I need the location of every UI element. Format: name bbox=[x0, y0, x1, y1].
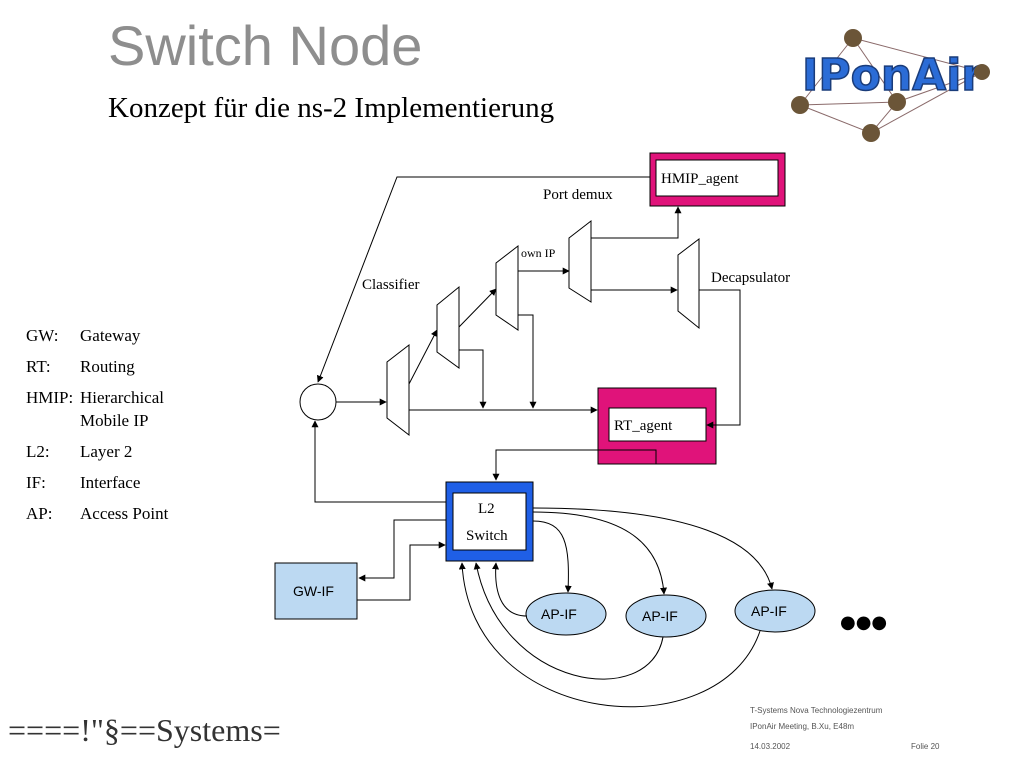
legend-item-rt: RT: Routing bbox=[26, 357, 168, 388]
iponair-logo: IPonAir bbox=[791, 29, 990, 142]
port-demux bbox=[568, 219, 592, 303]
rt-agent-label: RT_agent bbox=[614, 418, 673, 434]
own-ip-label: own IP bbox=[521, 246, 556, 260]
ap-if-3 bbox=[734, 589, 816, 633]
legend-value: Gateway bbox=[80, 326, 141, 345]
legend-key: IF: bbox=[26, 473, 46, 492]
legend-value-continued: Mobile IP bbox=[80, 411, 149, 430]
logo-text: IPonAir bbox=[802, 50, 983, 101]
classifier-stages bbox=[386, 219, 700, 437]
ap-if-2 bbox=[625, 594, 707, 638]
legend-item-if: IF: Interface bbox=[26, 473, 168, 504]
legend-value: Routing bbox=[80, 357, 135, 376]
gw-if-label: GW-IF bbox=[293, 583, 334, 599]
legend-value: Access Point bbox=[80, 504, 169, 523]
footer-line1: T-Systems Nova Technologiezentrum bbox=[750, 706, 883, 715]
legend-key: L2: bbox=[26, 442, 50, 461]
classifier-stage-1 bbox=[386, 343, 410, 437]
footer-line2: IPonAir Meeting, B.Xu, E48m bbox=[750, 722, 855, 731]
legend-item-ap: AP: Access Point bbox=[26, 504, 168, 535]
gw-if-box bbox=[274, 562, 358, 620]
legend-key: RT: bbox=[26, 357, 51, 376]
footer-page: Folie 20 bbox=[911, 742, 940, 751]
classifier-stage-3 bbox=[495, 244, 519, 331]
logo-balls bbox=[791, 29, 990, 142]
legend-key: HMIP: bbox=[26, 388, 74, 407]
legend-value: Hierarchical bbox=[80, 388, 164, 407]
more-ellipsis: ●●● bbox=[840, 612, 887, 633]
legend-value: Interface bbox=[80, 473, 141, 492]
port-demux-label: Port demux bbox=[543, 187, 613, 203]
footer-brand: ====!"§==Systems= bbox=[8, 712, 281, 748]
legend-key: GW: bbox=[26, 326, 59, 345]
entry-node bbox=[299, 383, 337, 421]
classifier-stage-2 bbox=[436, 285, 460, 369]
l2-switch-label-line1: L2 bbox=[478, 501, 495, 517]
classifier-label: Classifier bbox=[362, 277, 420, 293]
legend-item-gw: GW: Gateway bbox=[26, 326, 168, 357]
ap-if-1 bbox=[525, 592, 607, 636]
legend-value: Layer 2 bbox=[80, 442, 133, 461]
legend-key: AP: bbox=[26, 504, 53, 523]
hmip-agent-label: HMIP_agent bbox=[661, 171, 739, 187]
page-title: Switch Node bbox=[108, 14, 423, 77]
legend-item-l2: L2: Layer 2 bbox=[26, 442, 168, 473]
ap-if-3-label: AP-IF bbox=[751, 603, 787, 619]
legend: GW:Gateway RT:Routing HMIP:Hierarchical … bbox=[26, 326, 168, 535]
legend-item-hmip: HMIP: Hierarchical bbox=[26, 388, 168, 419]
l2-switch-label-line2: Switch bbox=[466, 528, 508, 544]
ap-if-1-label: AP-IF bbox=[541, 606, 577, 622]
footer-date: 14.03.2002 bbox=[750, 742, 791, 751]
ap-if-2-label: AP-IF bbox=[642, 608, 678, 624]
decapsulator-label: Decapsulator bbox=[711, 270, 790, 286]
decapsulator bbox=[677, 237, 700, 330]
page-subtitle: Konzept für die ns-2 Implementierung bbox=[108, 92, 555, 124]
